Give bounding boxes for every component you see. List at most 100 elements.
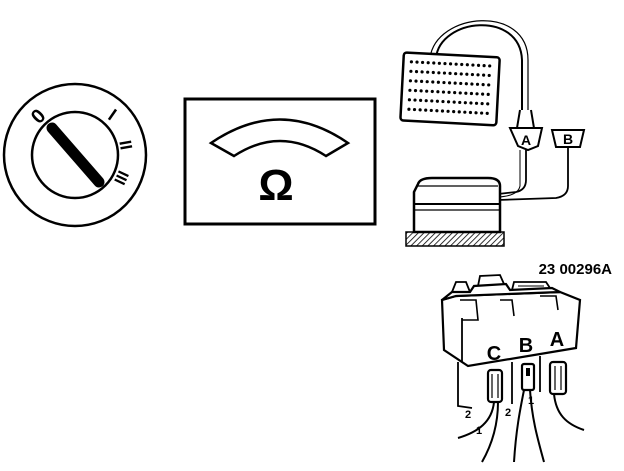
tester-pin [435, 99, 439, 103]
tester-pin [463, 101, 467, 105]
switch-position-1: I [105, 105, 121, 124]
tester-pin [443, 61, 447, 66]
rotary-switch: 0 I II III [2, 82, 148, 228]
tester-pin [430, 89, 434, 94]
ground-base [405, 231, 505, 247]
tester-pin [481, 83, 485, 87]
switch-pointer [46, 122, 105, 188]
tester-pin [469, 101, 473, 105]
tester-pin [425, 80, 429, 84]
plug-a-label: A [521, 132, 531, 148]
switch-position-0: 0 [27, 105, 50, 128]
wire-a [553, 393, 585, 431]
plug-a: A [508, 109, 544, 152]
tester-pin [440, 109, 445, 113]
tester-pin [459, 72, 463, 76]
tester-pin [465, 63, 469, 67]
plug-b-label: B [563, 131, 573, 147]
tester-pin [426, 61, 430, 65]
tester-pin [435, 109, 439, 113]
tester-pin [454, 62, 458, 66]
tester-pin [413, 88, 418, 93]
tester-pin [470, 72, 475, 77]
harness-connector: C B A 2 1 2 1 [440, 274, 585, 463]
tester-pin [437, 71, 441, 75]
tester-pin [441, 99, 445, 104]
plug-b: B [550, 129, 586, 148]
tester-pin [485, 111, 489, 115]
tester-pin [418, 108, 422, 112]
tester-pin [457, 110, 461, 114]
tester-pin [407, 98, 412, 102]
tester-pin [482, 73, 486, 77]
tester-pin [446, 100, 451, 104]
ohmmeter-scale-arc [208, 118, 351, 158]
tester-pin [430, 99, 434, 103]
tester-pin [474, 111, 478, 115]
tester-pin [468, 110, 473, 115]
tester-pin [453, 81, 457, 85]
tester-pin [425, 89, 429, 93]
tester-pin [431, 80, 435, 84]
ohm-symbol: Ω [258, 161, 293, 210]
tester-pin [482, 64, 486, 68]
tester-pin [409, 69, 413, 73]
tester-pin [460, 62, 464, 67]
switch-position-2: II [115, 139, 135, 152]
tester-pin [408, 79, 413, 83]
switch-knob [30, 110, 120, 200]
tester-pin [454, 72, 458, 76]
tester-pin [487, 73, 491, 78]
tester-pin [481, 92, 485, 96]
tester-pin [420, 70, 424, 74]
wire-label-2-left: 2 [465, 409, 471, 421]
terminal-b [520, 362, 536, 392]
tester-pin [475, 92, 479, 96]
tester-pin [464, 91, 468, 95]
tester-pin [415, 60, 419, 64]
tester-pin [419, 89, 423, 93]
pin-matrix-box [399, 51, 501, 127]
tester-pin [448, 62, 453, 66]
tester-pin [488, 64, 492, 68]
tester-pin [436, 80, 440, 84]
tester-pin [465, 72, 469, 76]
wire-c [457, 401, 495, 439]
tester-pin [448, 71, 452, 75]
tester-cable [435, 24, 523, 110]
tester-pin [424, 99, 428, 103]
control-unit [412, 176, 502, 234]
tester-pin [475, 82, 480, 86]
tester-pin [409, 60, 414, 64]
tester-pin [474, 101, 479, 105]
tester-pin [453, 91, 457, 95]
tester-pin [442, 80, 446, 85]
tester-pin [441, 90, 446, 94]
tester-pin [486, 92, 490, 97]
tester-pin [407, 107, 411, 111]
tester-pin [426, 70, 430, 74]
tester-pin [458, 100, 462, 105]
switch-outer-ring [2, 82, 148, 228]
wire-label-2-mid: 2 [505, 407, 511, 419]
tester-pin [436, 90, 440, 94]
wire-label-1-right: 1 [528, 395, 534, 407]
tester-pin [487, 83, 491, 87]
tester-pin [459, 81, 463, 86]
tester-pin [414, 70, 419, 74]
tester-pin [463, 110, 467, 114]
wire-b [513, 389, 525, 463]
tester-pin [408, 88, 412, 92]
tester-pin [429, 108, 433, 113]
terminal-c [486, 368, 504, 404]
tester-pin [486, 102, 490, 106]
tester-pin [476, 73, 480, 77]
tester-pin [452, 110, 456, 114]
tester-pin [476, 63, 481, 67]
tester-pin [442, 71, 447, 75]
tester-pin [420, 79, 424, 83]
tester-pin [419, 98, 423, 102]
tester-pin [469, 91, 474, 96]
tester-pin [470, 82, 474, 86]
